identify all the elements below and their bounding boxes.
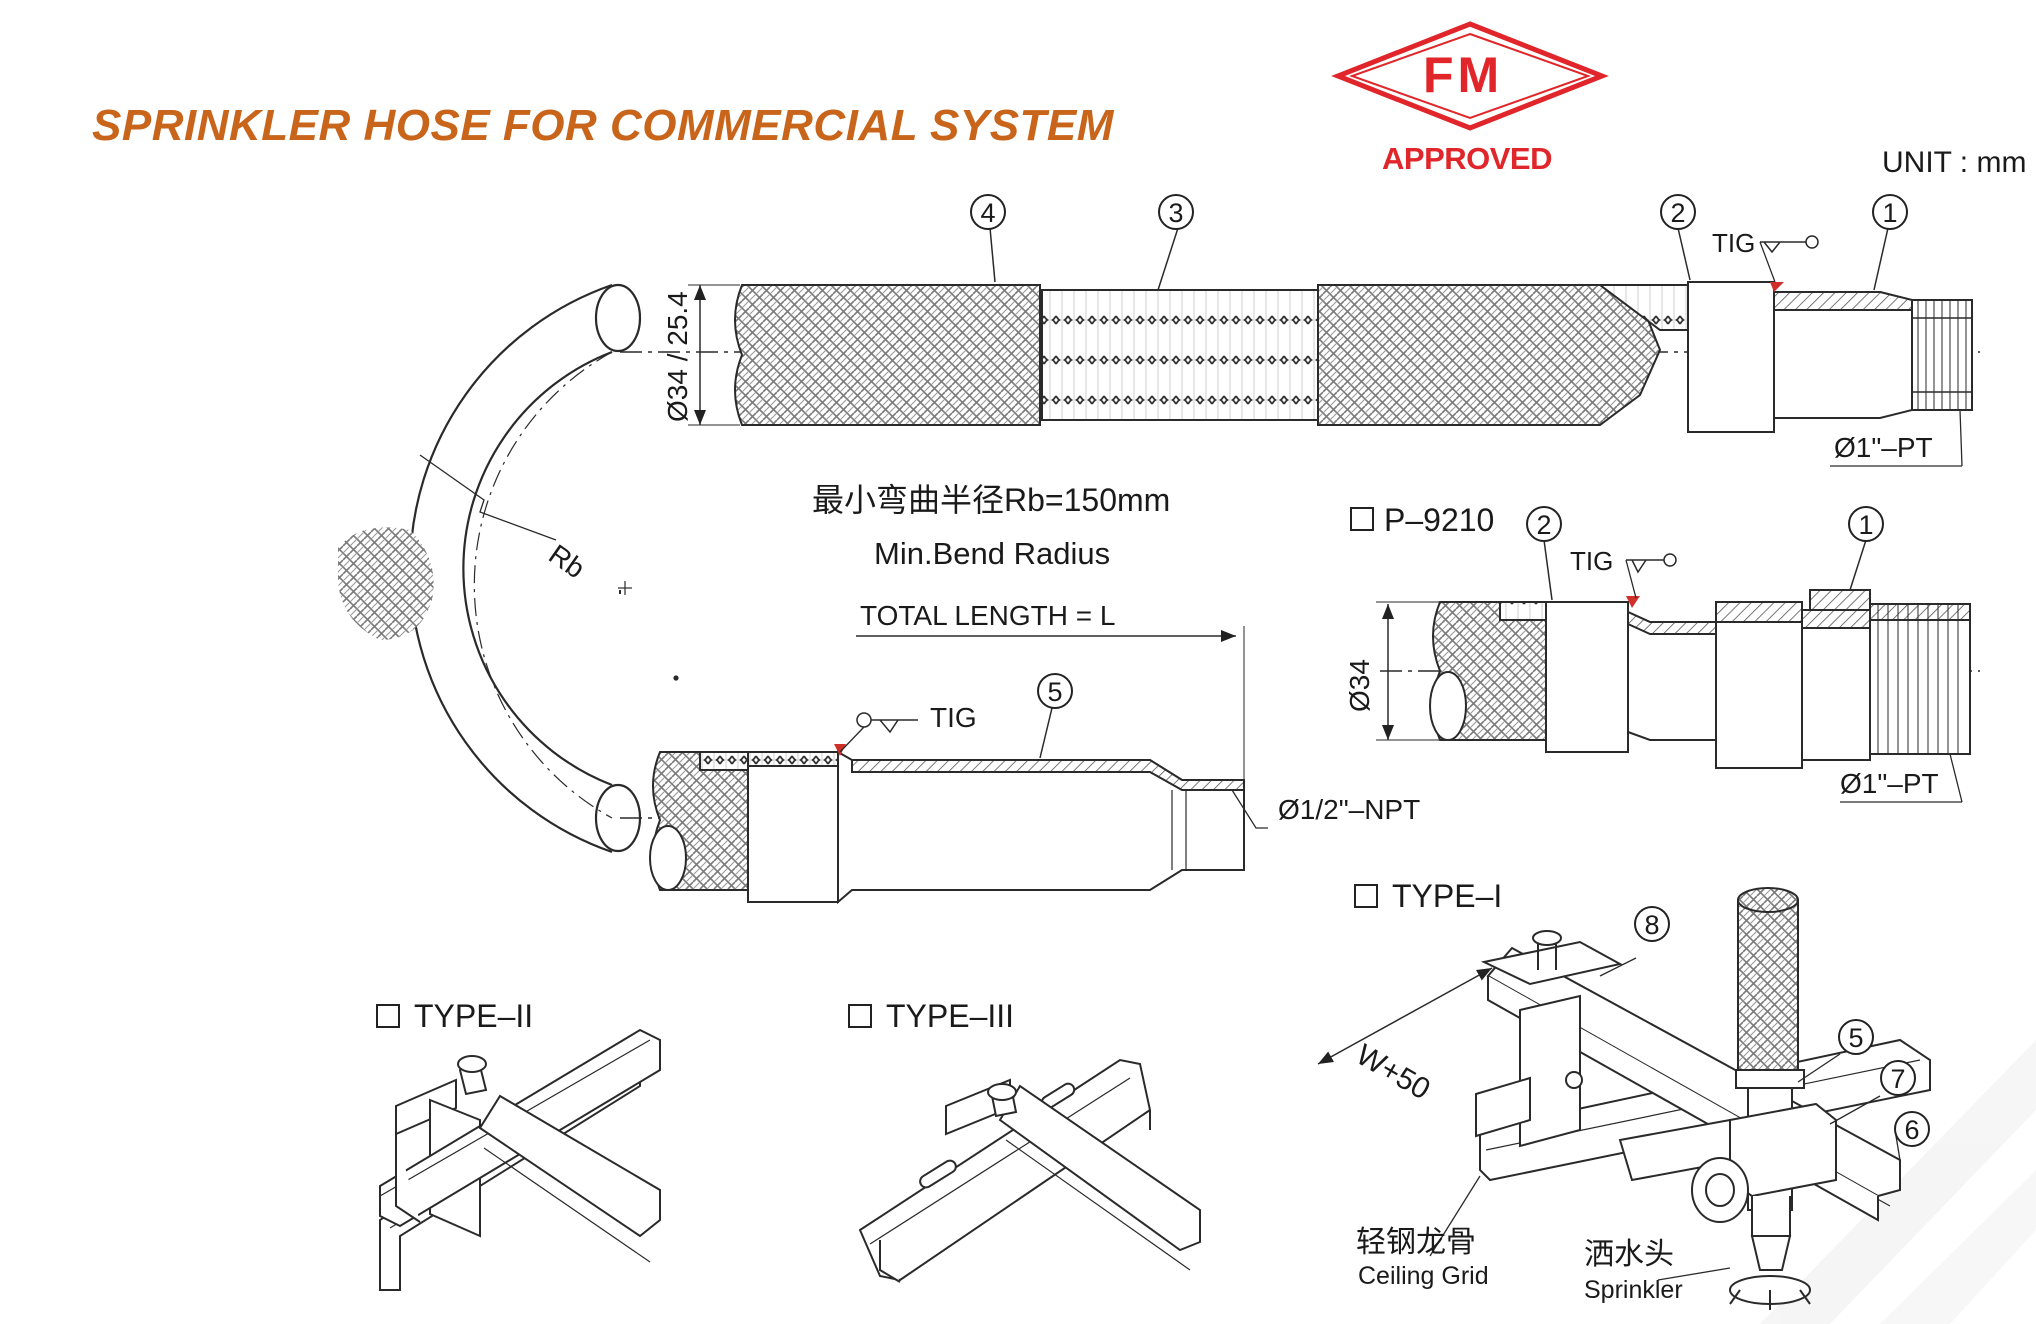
min-bend-radius-en: Min.Bend Radius (874, 536, 1111, 571)
fm-logo-letters: FM (1423, 47, 1504, 103)
type1-callouts (1634, 906, 1930, 1147)
callout-5-type1: 5 (1848, 1023, 1864, 1053)
p9210-label: P–9210 (1384, 502, 1495, 538)
callout-2: 2 (1670, 198, 1686, 228)
callout-6: 6 (1904, 1115, 1920, 1145)
ceiling-grid-en: Ceiling Grid (1358, 1262, 1489, 1290)
callout-5-outlet: 5 (1047, 677, 1063, 707)
p9210-checkbox (1350, 507, 1374, 531)
type2-label: TYPE–II (414, 998, 534, 1034)
outlet-tig-label: TIG (930, 702, 977, 733)
p9210-callouts (1526, 506, 1884, 542)
main-thread-label: Ø1"–PT (1834, 432, 1933, 463)
sprinkler-en: Sprinkler (1584, 1276, 1683, 1304)
callout-7: 7 (1890, 1064, 1906, 1094)
callout-4: 4 (980, 198, 996, 228)
type1-assembly (1317, 887, 1931, 1310)
ceiling-grid-cn: 轻钢龙骨 (1356, 1226, 1476, 1259)
outlet-fitting (620, 626, 1268, 905)
type2-clamp (379, 1028, 661, 1291)
u-bend-hose (338, 283, 679, 854)
type3-label: TYPE–III (886, 998, 1015, 1034)
p9210-diameter-label: Ø34 (1344, 659, 1375, 712)
main-diameter-label: Ø34 / 25.4 (662, 291, 693, 422)
main-tig-label: TIG (1712, 228, 1756, 258)
total-length-label: TOTAL LENGTH = L (860, 600, 1116, 631)
p9210-callout-2: 2 (1536, 510, 1552, 540)
type2-checkbox (376, 1004, 400, 1028)
main-hose (620, 227, 1980, 467)
unit-label: UNIT : mm (1882, 146, 2027, 179)
callout-1: 1 (1882, 198, 1898, 228)
p9210-fitting (1376, 539, 1980, 803)
p9210-thread-label: Ø1"–PT (1840, 768, 1939, 799)
type3-clamp (858, 1058, 1201, 1283)
type1-label: TYPE–I (1392, 878, 1503, 914)
callout-3: 3 (1168, 198, 1184, 228)
p9210-tig-label: TIG (1570, 546, 1614, 576)
sprinkler-cn: 洒水头 (1584, 1238, 1674, 1271)
type1-checkbox (1354, 884, 1378, 908)
outlet-thread-label: Ø1/2"–NPT (1278, 794, 1421, 825)
outlet-callout (1037, 673, 1073, 709)
fm-logo (1331, 21, 1609, 131)
p9210-callout-1: 1 (1858, 510, 1874, 540)
page-title: SPRINKLER HOSE FOR COMMERCIAL SYSTEM (92, 101, 1114, 150)
callout-8: 8 (1644, 910, 1660, 940)
main-hose-callouts (970, 194, 1908, 230)
fm-approved-label: APPROVED (1382, 141, 1552, 176)
type3-checkbox (848, 1004, 872, 1028)
min-bend-radius-cn: 最小弯曲半径Rb=150mm (812, 482, 1171, 518)
